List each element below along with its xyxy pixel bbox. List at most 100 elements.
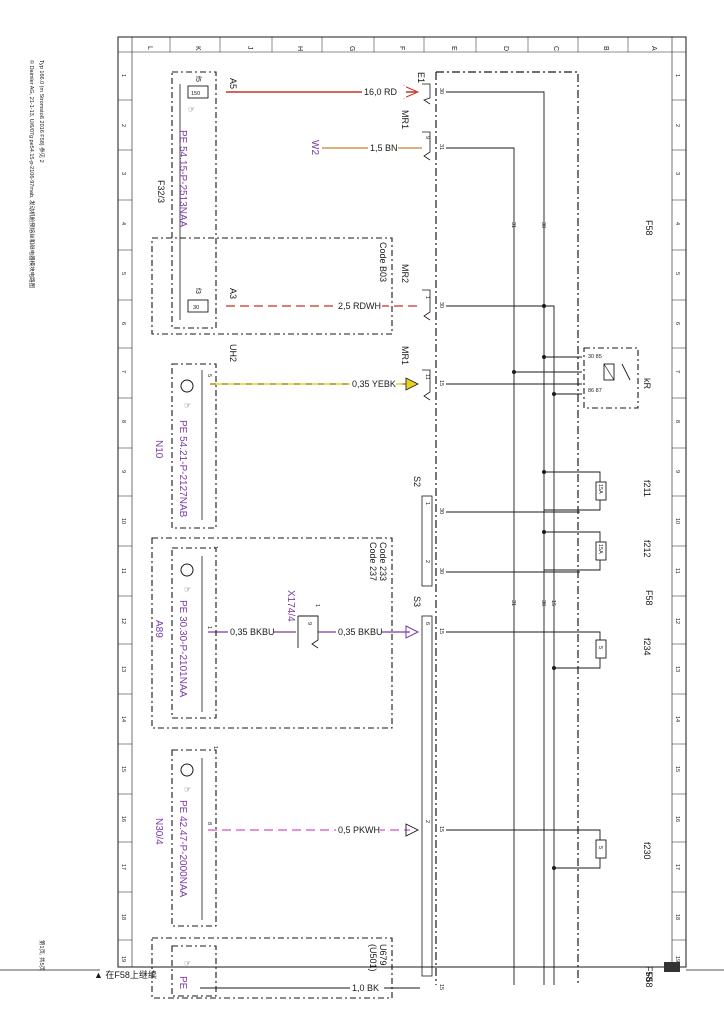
svg-text:3: 3: [120, 172, 126, 175]
svg-text:30: 30: [540, 222, 546, 228]
svg-text:11: 11: [674, 568, 680, 574]
f211-label: f211: [642, 480, 652, 497]
col-label: G: [348, 46, 355, 51]
svg-text:14: 14: [674, 716, 680, 722]
svg-text:17: 17: [120, 864, 126, 870]
component-a89: ☞ 1 1 PE 30.30-P-2101NAA A89: [153, 546, 218, 719]
svg-text:30: 30: [438, 302, 444, 308]
svg-text:1: 1: [424, 502, 430, 505]
column-ticks: [169, 37, 629, 52]
w2-label: W2: [309, 140, 320, 155]
code-233: Code 233: [378, 542, 388, 581]
code-237: Code 237: [368, 542, 378, 581]
svg-text:15: 15: [438, 628, 444, 634]
wire-1-5-bn: 1,5 BN W2: [309, 140, 422, 155]
col-label: A: [650, 46, 657, 51]
svg-text:6: 6: [674, 322, 680, 325]
svg-text:30: 30: [438, 88, 444, 94]
svg-text:f3: f3: [194, 288, 201, 294]
component-u679: ☞ PE U679 (U501): [151, 937, 393, 999]
connector-uh2: UH2: [228, 344, 238, 362]
svg-text:13: 13: [674, 666, 680, 672]
col-label: E: [450, 46, 457, 51]
connector-a3: A3: [228, 288, 238, 299]
svg-text:31: 31: [510, 600, 516, 606]
ground-symbol-icon: [180, 563, 194, 577]
svg-text:11: 11: [424, 374, 430, 380]
svg-text:1: 1: [212, 546, 218, 549]
svg-text:f5: f5: [194, 76, 201, 82]
svg-text:0,35 YEBK: 0,35 YEBK: [352, 379, 396, 389]
svg-text:15A: 15A: [597, 544, 603, 554]
svg-text:4: 4: [674, 222, 680, 225]
svg-text:15: 15: [438, 984, 444, 990]
footer-f58: F58: [644, 972, 654, 988]
relay-kr: 30 85 86 87 kR: [583, 347, 652, 409]
doc-ref-icon: ☞: [184, 401, 191, 410]
svg-text:1: 1: [120, 74, 126, 77]
svg-text:15: 15: [438, 380, 444, 386]
svg-text:12: 12: [120, 618, 126, 624]
svg-text:10: 10: [120, 518, 126, 524]
svg-text:2: 2: [674, 124, 680, 127]
f58-label-top: F58: [644, 220, 654, 236]
row-labels: 1 1 2 2 3 3 4 4 5 5 6 6 7 7 8 8 9 9 10 1…: [120, 74, 680, 962]
svg-text:2: 2: [424, 560, 430, 563]
svg-text:0,35 BKBU: 0,35 BKBU: [338, 627, 383, 637]
doc-ref-icon: ☞: [184, 585, 191, 594]
doc-ref-pe3: PE 30.30-P-2101NAA: [177, 600, 188, 698]
junction-dots: [512, 304, 556, 870]
type-line: Typ 166.0 (m Stromstoß 2016 F58) 参见 2: [38, 60, 46, 163]
wire-1-0-bk: 1,0 BK: [200, 982, 420, 993]
row-ticks: [118, 99, 686, 941]
svg-text:3: 3: [674, 172, 680, 175]
code-233-237-box: Code 233 Code 237: [151, 537, 393, 729]
svg-text:0,5 PKWH: 0,5 PKWH: [338, 825, 380, 835]
f32-label: F32/3: [156, 180, 166, 203]
svg-text:4: 4: [120, 222, 126, 225]
svg-text:150: 150: [191, 91, 200, 97]
svg-text:30: 30: [438, 568, 444, 574]
footer-strip: ▲ 在F58上继续 F58: [0, 962, 724, 988]
fuse-f234: 5 f234: [580, 631, 652, 669]
doc-ref-icon: ☞: [184, 959, 191, 968]
connector-s2: S2: [412, 476, 422, 487]
f58-connectors: [421, 83, 433, 977]
col-label: H: [296, 46, 303, 51]
n30-4-label: N30/4: [153, 818, 164, 845]
svg-text:30: 30: [193, 305, 199, 311]
svg-text:11: 11: [120, 568, 126, 574]
svg-text:31: 31: [510, 222, 516, 228]
wire-2-5-rdwh: 2,5 RDWH: [226, 300, 422, 312]
svg-text:17: 17: [674, 864, 680, 870]
connector-mr2: MR2: [400, 264, 410, 283]
page-note: 第1页, 共5页: [38, 940, 46, 972]
col-label: K: [194, 46, 201, 51]
col-label: C: [552, 46, 559, 51]
ground-symbol-icon: [180, 763, 194, 777]
svg-text:19: 19: [120, 956, 126, 962]
n10-label: N10: [153, 440, 164, 459]
svg-text:9: 9: [674, 470, 680, 473]
component-f32-3: 150 30 f5 f3 A5 A3 F32/3 PE 54.15-P-2513…: [156, 71, 238, 329]
connector-s3: S3: [412, 596, 422, 607]
doc-ref-pe1: PE 54.15-P-2513NAA: [177, 130, 188, 228]
svg-text:1: 1: [674, 74, 680, 77]
svg-text:16,0 RD: 16,0 RD: [364, 87, 398, 97]
svg-text:14: 14: [120, 716, 126, 722]
component-n10: ☞ UH2 5 PE 54.21-P-2127NAB N10: [153, 344, 238, 529]
svg-text:30: 30: [438, 508, 444, 514]
continue-text: ▲ 在F58上继续: [94, 969, 157, 980]
svg-text:18: 18: [674, 914, 680, 920]
wire-0-5-pkwh: 0,5 PKWH: [208, 823, 420, 837]
fuse-f212: 15A f212: [580, 531, 652, 571]
svg-text:15: 15: [120, 766, 126, 772]
wire-0-35-bkbu: 0,35 BKBU 0,35 BKBU: [208, 625, 420, 639]
svg-text:1: 1: [206, 626, 212, 629]
svg-text:16: 16: [120, 816, 126, 822]
svg-text:8: 8: [206, 822, 212, 825]
svg-text:12: 12: [674, 618, 680, 624]
x174-label: X174/4: [285, 590, 296, 622]
svg-text:10: 10: [674, 518, 680, 524]
